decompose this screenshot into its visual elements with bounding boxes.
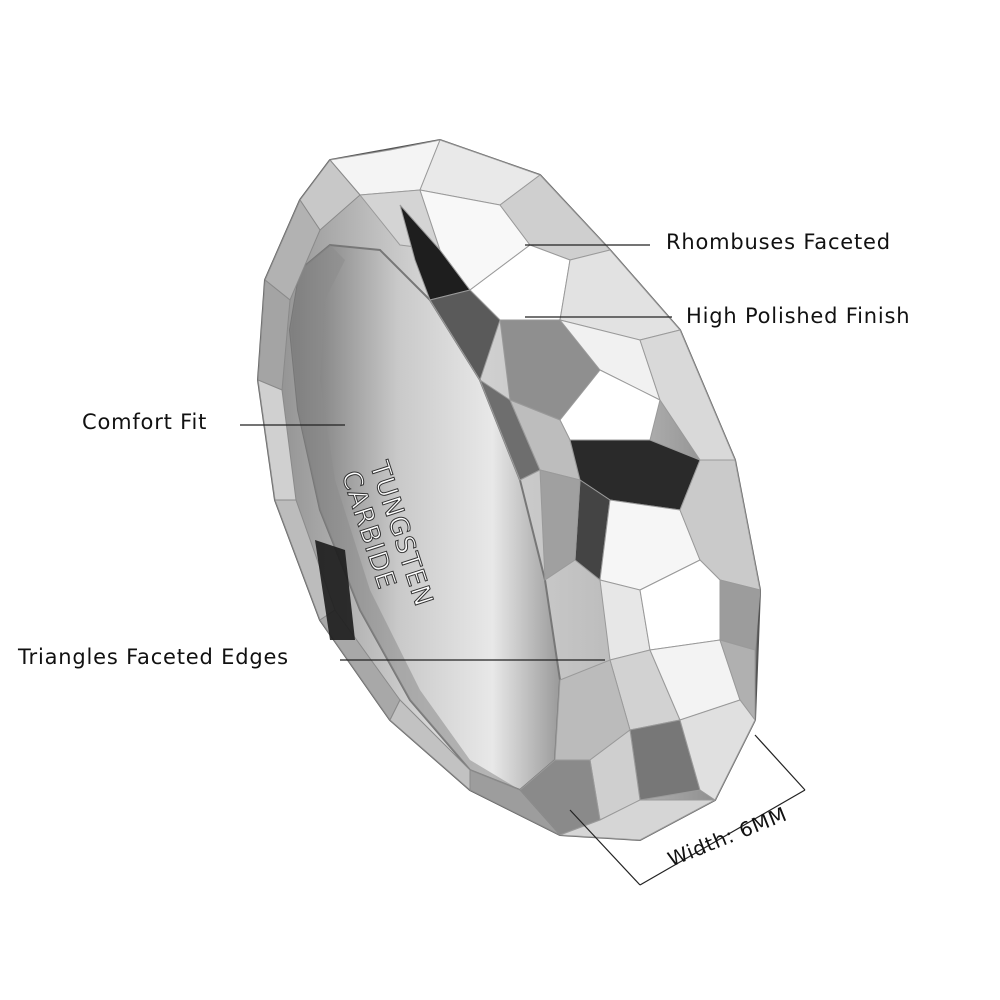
facet-pattern xyxy=(329,139,761,841)
callout-lines xyxy=(240,244,806,886)
label-high-polished-finish: High Polished Finish xyxy=(686,304,911,328)
side-bevel xyxy=(257,159,561,836)
label-triangles-faceted-edges: Triangles Faceted Edges xyxy=(18,645,289,669)
width-tick-left xyxy=(569,809,641,886)
width-dimension-line xyxy=(639,789,806,886)
label-comfort-fit: Comfort Fit xyxy=(82,410,208,434)
label-rhombuses-faceted: Rhombuses Faceted xyxy=(666,230,891,254)
inner-reflection xyxy=(315,540,355,640)
width-tick-right xyxy=(754,734,806,791)
ring-inner-band xyxy=(290,245,520,790)
